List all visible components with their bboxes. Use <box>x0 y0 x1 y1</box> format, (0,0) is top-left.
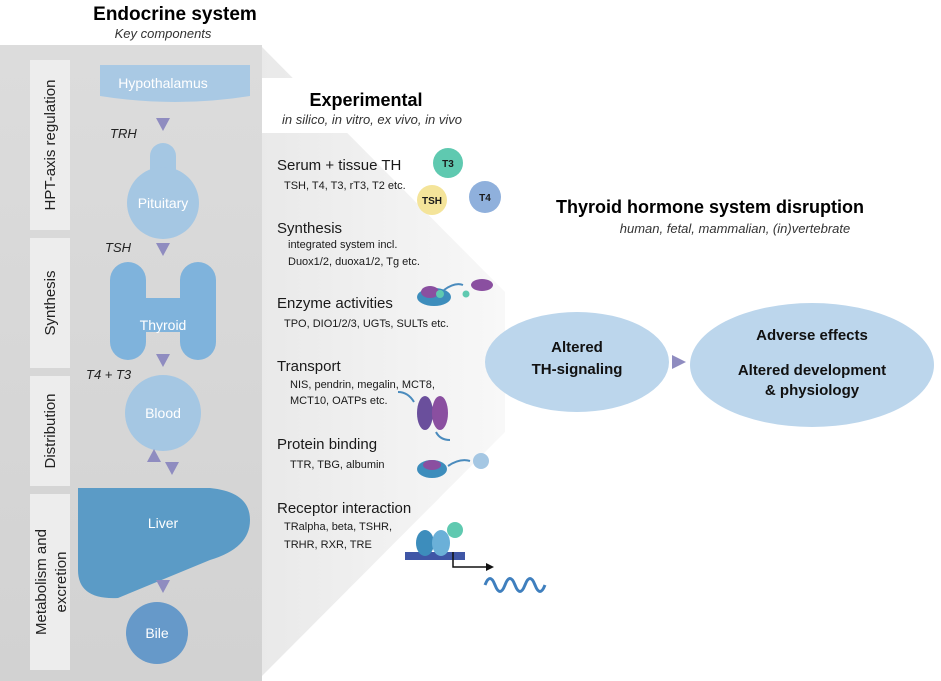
endocrine-title: Endocrine system <box>93 4 257 25</box>
t3-chip-label: T3 <box>442 159 454 170</box>
liver-label: Liver <box>148 515 179 531</box>
blood-label: Blood <box>145 405 181 421</box>
arrow-down-liver <box>165 462 179 475</box>
category-synthesis-title: Synthesis <box>277 220 342 237</box>
category-receptor-line-2: TRHR, RXR, TRE <box>284 539 372 551</box>
arrow-down-1 <box>156 118 170 131</box>
category-transport-line-2: MCT10, OATPs etc. <box>290 395 388 407</box>
section-box-synthesis <box>30 238 70 368</box>
category-transport-line-1: NIS, pendrin, megalin, MCT8, <box>290 379 435 391</box>
receptor-icon <box>405 522 547 593</box>
thyroid-isthmus <box>140 298 186 332</box>
category-enzyme-line-1: TPO, DIO1/2/3, UGTs, SULTs etc. <box>284 318 449 330</box>
section-box-distribution <box>30 376 70 486</box>
category-synthesis-line-1: integrated system incl. <box>288 239 397 251</box>
section-label-excretion: excretion <box>53 552 70 613</box>
transport-icon <box>397 391 451 441</box>
thyroid-left-lobe <box>110 262 146 360</box>
blood-shape <box>125 375 201 451</box>
altered-signaling-ellipse <box>485 312 669 412</box>
section-label-hpt: HPT-axis regulation <box>42 80 59 211</box>
adverse-line-1: Adverse effects <box>756 327 868 344</box>
liver-shape <box>78 488 250 599</box>
disruption-title: Thyroid hormone system disruption <box>556 197 864 217</box>
binding-icon <box>417 453 489 478</box>
pituitary-label: Pituitary <box>138 195 189 211</box>
category-receptor-line-1: TRalpha, beta, TSHR, <box>284 521 392 533</box>
category-receptor-title: Receptor interaction <box>277 500 411 517</box>
arrow-right <box>672 355 686 369</box>
adverse-effects-ellipse <box>690 303 934 427</box>
enzyme-icon <box>417 279 493 306</box>
arrow-down-3 <box>156 354 170 367</box>
section-label-synthesis: Synthesis <box>42 270 59 335</box>
category-enzyme-title: Enzyme activities <box>277 295 393 312</box>
experimental-header-bg <box>262 78 477 133</box>
bile-label: Bile <box>145 625 169 641</box>
category-serum-title: Serum + tissue TH <box>277 157 401 174</box>
adverse-line-3: & physiology <box>765 382 860 399</box>
altered-line-1: Altered <box>551 339 603 356</box>
section-box-hpt <box>30 60 70 230</box>
tsh-chip-label: TSH <box>422 196 442 207</box>
experimental-fan <box>260 45 505 678</box>
altered-line-2: TH-signaling <box>532 361 623 378</box>
disruption-subtitle: human, fetal, mammalian, (in)vertebrate <box>620 221 850 236</box>
category-transport-title: Transport <box>277 358 341 375</box>
arrow-up-blood <box>147 449 161 462</box>
pituitary-shape <box>127 167 199 239</box>
tsh-chip <box>417 185 447 215</box>
adverse-line-2: Altered development <box>738 362 886 379</box>
hormone-t4t3: T4 + T3 <box>86 367 132 382</box>
hormone-tsh: TSH <box>105 240 132 255</box>
hormone-trh: TRH <box>110 126 137 141</box>
bile-shape <box>126 602 188 664</box>
arrow-down-2 <box>156 243 170 256</box>
experimental-title: Experimental <box>309 90 422 110</box>
endocrine-subtitle: Key components <box>115 26 212 41</box>
hypothalamus-label: Hypothalamus <box>118 75 208 91</box>
section-label-distribution: Distribution <box>42 393 59 468</box>
category-binding-line-1: TTR, TBG, albumin <box>290 459 385 471</box>
section-label-metabolism: Metabolism and <box>33 529 50 635</box>
thyroid-right-lobe <box>180 262 216 360</box>
t4-chip <box>469 181 501 213</box>
arrow-down-bile <box>156 580 170 593</box>
category-binding-title: Protein binding <box>277 436 377 453</box>
section-box-metabolism <box>30 494 70 670</box>
category-synthesis-line-2: Duox1/2, duoxa1/2, Tg etc. <box>288 256 420 268</box>
t4-chip-label: T4 <box>479 193 491 204</box>
t3-chip <box>433 148 463 178</box>
hypothalamus-shape <box>100 65 250 102</box>
category-serum-line-1: TSH, T4, T3, rT3, T2 etc. <box>284 180 406 192</box>
experimental-subtitle: in silico, in vitro, ex vivo, in vivo <box>282 112 462 127</box>
thyroid-label: Thyroid <box>140 317 187 333</box>
